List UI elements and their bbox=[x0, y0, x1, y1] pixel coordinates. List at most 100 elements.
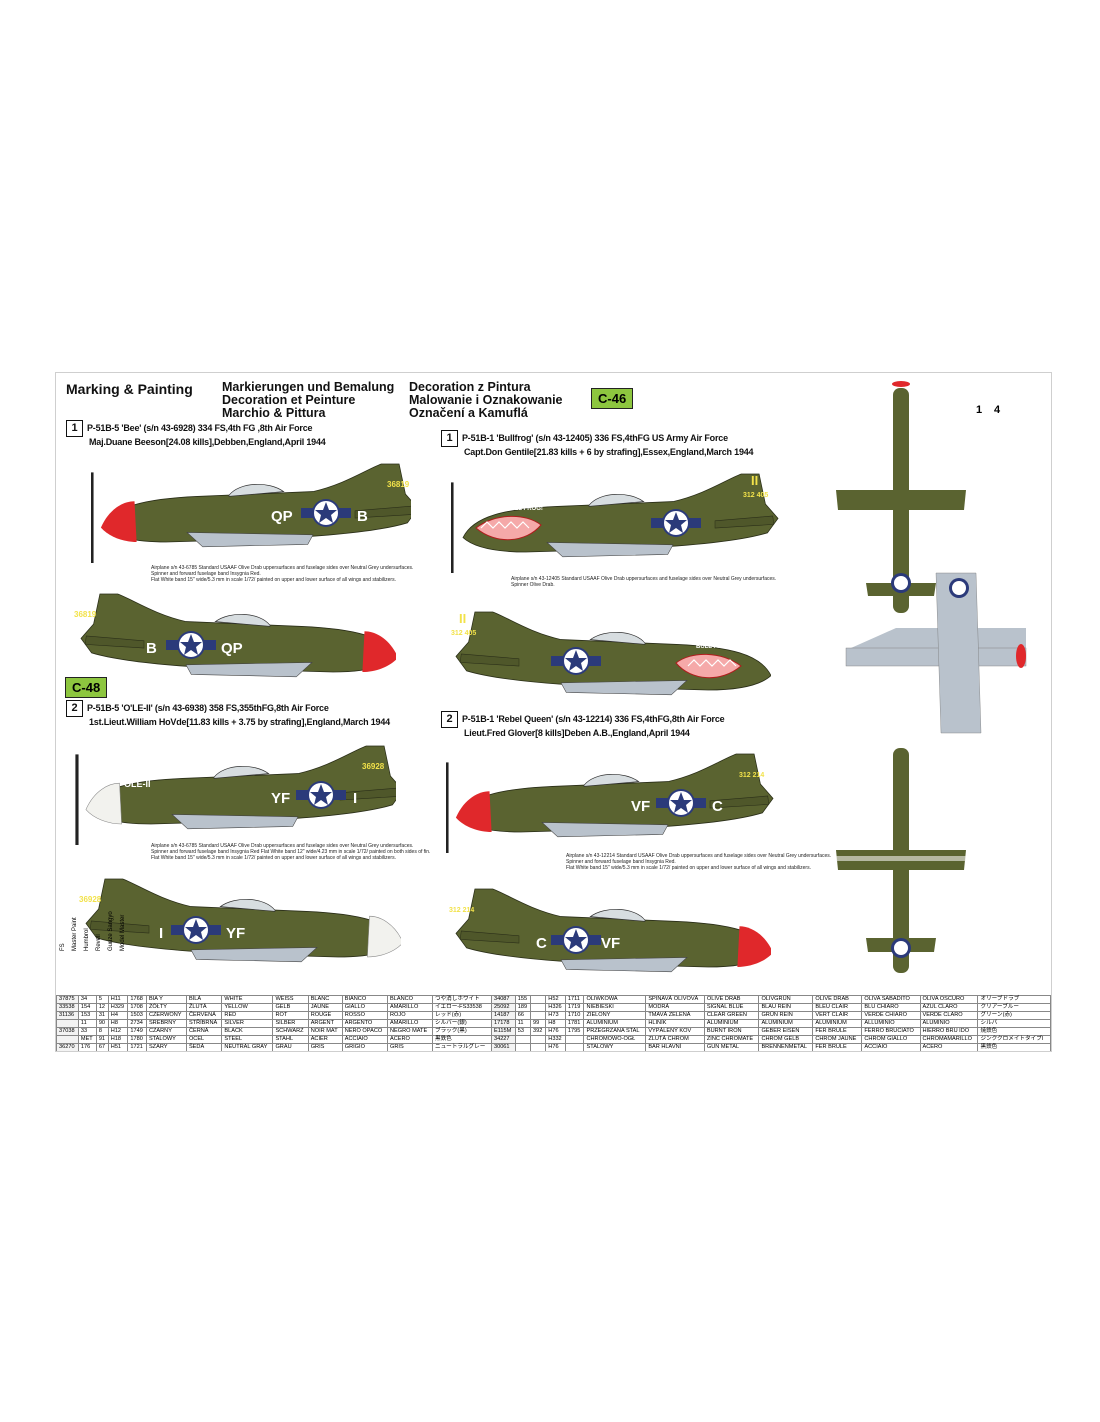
table-cell: OLIVE DRAB bbox=[812, 995, 863, 1004]
table-cell: ARGENTO bbox=[341, 1019, 389, 1028]
table-cell: STALOWY bbox=[145, 1035, 187, 1044]
note-line: Spinner and forward fuselage band Insygn… bbox=[566, 859, 676, 865]
note-line: Airplane s/n 43-12405 Standard USAAF Oli… bbox=[511, 576, 777, 582]
table-cell: STEEL bbox=[221, 1035, 274, 1044]
table-cell: 36270 bbox=[56, 1043, 79, 1051]
table-cell: HLINÍK bbox=[645, 1019, 705, 1028]
table-cell: NERO OPACO bbox=[341, 1027, 389, 1036]
table-cell: 53 bbox=[514, 1027, 532, 1036]
table-cell: AMARILLO bbox=[387, 1019, 433, 1028]
caption-line: 1st.Lieut.William HoVde[11.83 kills + 3.… bbox=[89, 717, 390, 727]
tail-code: II bbox=[751, 473, 758, 488]
table-cell: BLU CHIARO bbox=[861, 1003, 921, 1012]
table-cell: GIALLO bbox=[341, 1003, 389, 1012]
tail-serial: 312 405 bbox=[451, 630, 476, 637]
table-cell: SCHWARZ bbox=[272, 1027, 309, 1036]
table-cell: BAR HLAVNÍ bbox=[645, 1043, 705, 1051]
table-cell: H12 bbox=[107, 1027, 129, 1036]
table-cell: 189 bbox=[514, 1003, 532, 1012]
table-cell: ČERNÁ bbox=[185, 1027, 223, 1036]
table-cell: 25092 bbox=[490, 1003, 516, 1012]
table-cell: 14187 bbox=[490, 1011, 516, 1020]
caption-line: P-51B-5 'O'LE-II' (s/n 43-6938) 358 FS,3… bbox=[87, 702, 329, 713]
caption-line: P-51B-1 'Bullfrog' (s/n 43-12405) 336 FS… bbox=[462, 432, 728, 443]
table-cell: H51 bbox=[107, 1043, 129, 1051]
table-cell: VYPÁLENÝ KOV bbox=[645, 1027, 705, 1036]
table-cell: ブラック(黒) bbox=[431, 1027, 492, 1036]
table-cell: BLEU CLAIR bbox=[812, 1003, 863, 1012]
table-cell: ACERO bbox=[387, 1035, 433, 1044]
table-cell: HIERRO BRU IDO bbox=[919, 1027, 979, 1036]
table-cell: つや消しホワイト bbox=[431, 995, 492, 1004]
title-cz: Označení a Kamuflá bbox=[409, 406, 528, 420]
table-cell: 焼鉄色 bbox=[977, 1027, 1051, 1036]
table-cell: 34 bbox=[77, 995, 97, 1004]
table-cell: 1780 bbox=[127, 1035, 147, 1044]
table-cell: シルバー(銀) bbox=[431, 1019, 492, 1028]
note-line: Flat White band 15" wide/5.3 mm in scale… bbox=[151, 855, 396, 861]
table-cell: CHROM JAUNE bbox=[812, 1035, 863, 1044]
table-cell: SIGNAL BLUE bbox=[703, 1003, 760, 1012]
aircraft-1b-port: BULL FROG! II 312 405 bbox=[451, 473, 779, 573]
caption-line: Lieut.Fred Glover[8 kills]Deben A.B.,Eng… bbox=[464, 728, 690, 738]
table-cell: NIEBIESKI bbox=[583, 1003, 647, 1012]
table-cell: SPINAVÁ OLIVOVÁ bbox=[645, 995, 705, 1004]
table-cell: ALUMINIUM bbox=[758, 1019, 814, 1028]
fuselage-code-left: VF bbox=[601, 935, 620, 952]
table-cell: クリアーブルー bbox=[977, 1003, 1051, 1012]
table-cell: CHROM GELB bbox=[758, 1035, 814, 1044]
table-cell bbox=[514, 1035, 532, 1044]
note-2a: Airplane s/n 43-6785 Standard USAAF Oliv… bbox=[151, 843, 431, 861]
table-cell: STALOWY bbox=[583, 1043, 647, 1051]
table-cell: 34087 bbox=[490, 995, 516, 1004]
table-cell: 1708 bbox=[127, 1003, 147, 1012]
tail-code: II bbox=[459, 611, 466, 626]
fuselage-code-right: C bbox=[712, 798, 723, 815]
table-cell: 1795 bbox=[564, 1027, 585, 1036]
note-1a: Airplane s/n 43-6785 Standard USAAF Oliv… bbox=[151, 565, 431, 583]
table-cell bbox=[564, 1035, 585, 1044]
table-cell: NEUTRAL GRAY bbox=[221, 1043, 274, 1051]
table-cell: WHITE bbox=[221, 995, 274, 1004]
table-cell: 90 bbox=[95, 1019, 109, 1028]
table-cell bbox=[56, 1035, 79, 1044]
table-cell bbox=[530, 1011, 547, 1020]
note-line: Spinner Olive Drab. bbox=[511, 582, 555, 588]
aircraft-plan-views: 1 4 bbox=[836, 381, 1027, 973]
nose-art-text: BULL FROG! bbox=[696, 644, 733, 650]
table-cell: 8 bbox=[95, 1027, 109, 1036]
table-cell: 34227 bbox=[490, 1035, 516, 1044]
table-cell: JAUNE bbox=[307, 1003, 343, 1012]
table-cell: 392 bbox=[530, 1027, 547, 1036]
top-view-2 bbox=[836, 748, 966, 973]
table-cell: BURNT IRON bbox=[703, 1027, 760, 1036]
caption-line: Capt.Don Gentile[21.83 kills + 6 by stra… bbox=[464, 447, 754, 457]
table-cell: AMARILLO bbox=[387, 1003, 433, 1012]
table-cell: ジンククロメイトタイプI bbox=[977, 1035, 1051, 1044]
table-cell: OLIVA OSCURO bbox=[919, 995, 979, 1004]
table-cell: 1721 bbox=[127, 1043, 147, 1051]
table-header-revell: Revell bbox=[96, 934, 102, 951]
table-cell bbox=[530, 1035, 547, 1044]
table-cell: グリーン(赤) bbox=[977, 1011, 1051, 1020]
bottom-view bbox=[845, 572, 1027, 734]
table-cell: TMAVÁ ZELENÁ bbox=[645, 1011, 705, 1020]
note-line: Airplane s/n 43-12214 Standard USAAF Oli… bbox=[566, 853, 832, 859]
table-cell: ニュートラルグレー bbox=[431, 1043, 492, 1051]
table-cell: ALUMINIUM bbox=[583, 1019, 647, 1028]
table-cell: ACCIAIO bbox=[341, 1035, 389, 1044]
tail-serial: 312 214 bbox=[739, 772, 764, 779]
table-cell: ZIELONY bbox=[583, 1011, 647, 1020]
table-cell: 5 bbox=[95, 995, 109, 1004]
table-cell: ČERVENÁ bbox=[185, 1011, 223, 1020]
table-cell: ROSSO bbox=[341, 1011, 389, 1020]
nose-art-text: OLE-II bbox=[124, 779, 151, 789]
table-header-masterpaint: Master Paint bbox=[72, 917, 78, 951]
table-cell: H73 bbox=[545, 1011, 566, 1020]
table-cell bbox=[530, 1043, 547, 1051]
title-de: Markierungen und Bemalung bbox=[222, 380, 395, 394]
table-cell: ACCIAIO bbox=[861, 1043, 921, 1051]
